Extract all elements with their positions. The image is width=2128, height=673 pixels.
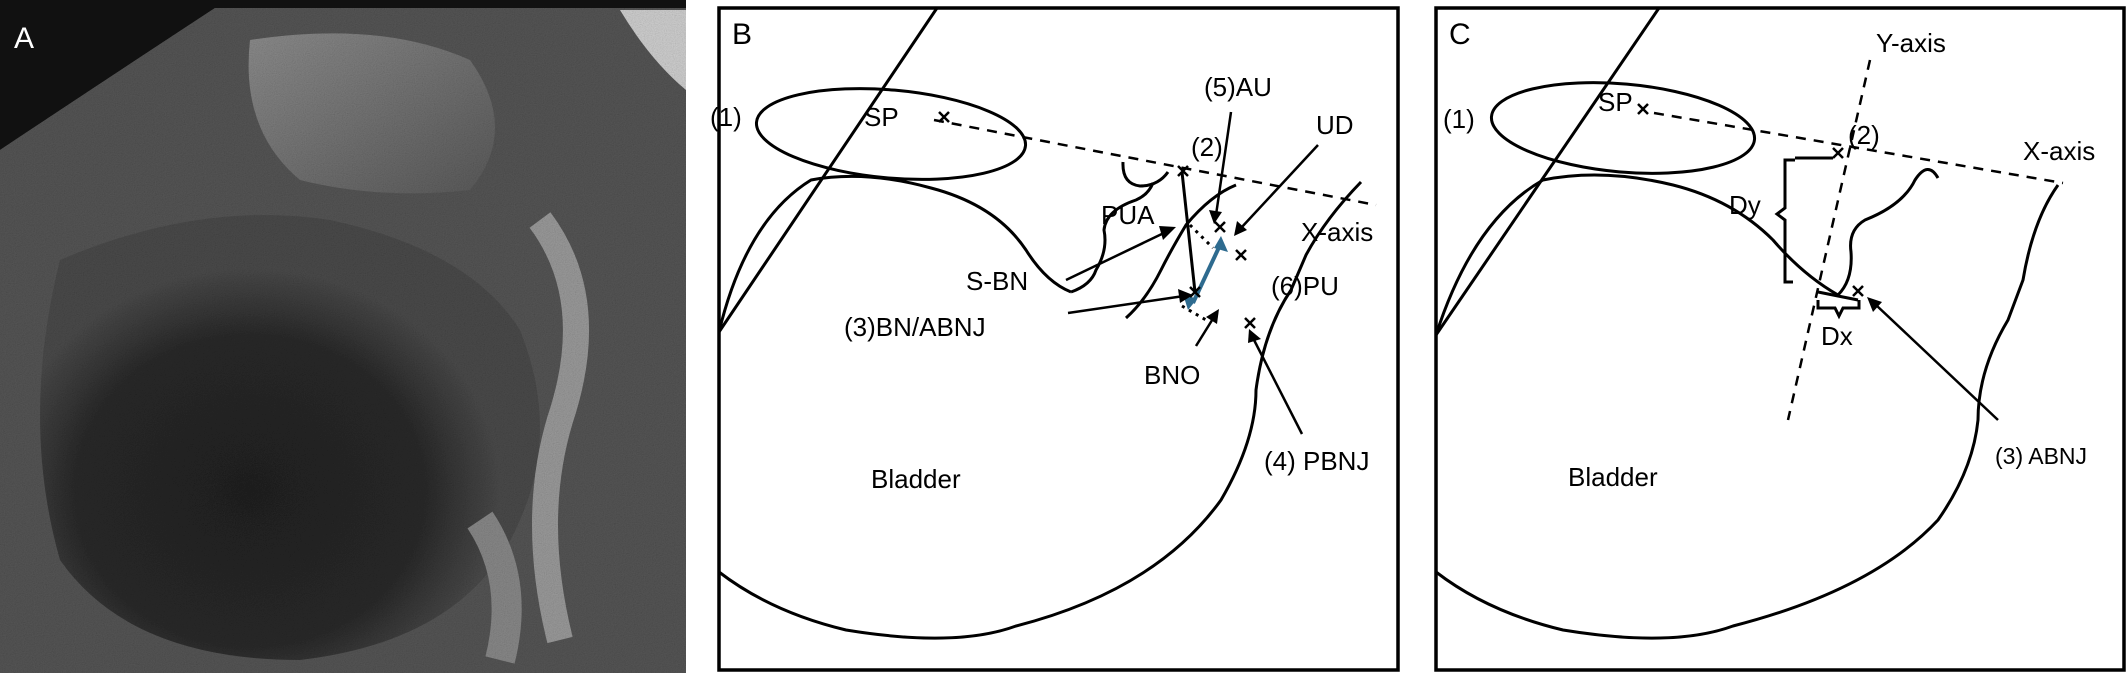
- urethra-posterior: [1124, 183, 1237, 320]
- bladder-anterior-wall: [717, 174, 1072, 333]
- label-bn-abnj: (3)BN/ABNJ: [844, 312, 986, 342]
- x-axis-dashed: [933, 118, 1377, 207]
- pua-arc: [1121, 161, 1170, 188]
- urethra-anterior: [1070, 182, 1155, 294]
- urethra-wall: [1836, 168, 1940, 297]
- panel-c-diagram: C Y-axis SP (1) (2) X-axis Dy Dx (3) ABN…: [1434, 6, 2126, 672]
- label-sp: SP: [1598, 87, 1633, 117]
- label-point-1: (1): [1443, 104, 1475, 134]
- pubic-bone-line: [717, 7, 939, 333]
- label-ud: UD: [1316, 110, 1354, 140]
- label-x-axis: X-axis: [2023, 136, 2095, 166]
- label-dx: Dx: [1821, 321, 1853, 351]
- s-bn-line: [1180, 171, 1197, 293]
- label-pu: (6)PU: [1271, 271, 1339, 301]
- label-dy: Dy: [1729, 190, 1761, 220]
- ultrasound-image: A: [0, 0, 686, 673]
- panel-a-letter: A: [14, 22, 34, 55]
- abnj-arrow: [1867, 297, 1999, 421]
- panel-b-frame: [717, 6, 1400, 672]
- dx-bracket: [1816, 300, 1861, 320]
- label-sp: SP: [864, 102, 899, 132]
- pubic-bone-line: [1434, 7, 1661, 336]
- label-x-axis: X-axis: [1301, 217, 1373, 247]
- label-point-1: (1): [710, 102, 742, 132]
- annotation-arrows: [1065, 111, 1319, 435]
- x-axis-dashed: [1653, 111, 2064, 185]
- bladder-posterior-wall: [718, 180, 1363, 640]
- label-s-bn: S-BN: [966, 266, 1028, 296]
- panel-b-letter: B: [732, 18, 752, 51]
- panel-c-schematic: C Y-axis SP (1) (2) X-axis Dy Dx (3) ABN…: [1433, 0, 2128, 673]
- label-au: (5)AU: [1204, 72, 1272, 102]
- landmark-markers: [1637, 103, 1864, 297]
- dy-bracket: [1774, 158, 1795, 284]
- panel-a-ultrasound: A: [0, 0, 686, 673]
- label-bno: BNO: [1144, 360, 1200, 390]
- y-axis-dashed: [1786, 59, 1872, 421]
- label-point-2: (2): [1191, 132, 1223, 162]
- panel-c-letter: C: [1449, 18, 1471, 51]
- panel-b-schematic: B SP (1) (2) (5)AU UD PUA X-axis S-BN (6…: [710, 0, 1402, 673]
- landmark-markers: [938, 111, 1256, 329]
- label-pua: PUA: [1101, 200, 1155, 230]
- bladder-anterior-wall: [1434, 173, 1839, 336]
- label-pbnj: (4) PBNJ: [1264, 446, 1369, 476]
- label-point-2: (2): [1848, 120, 1880, 150]
- label-y-axis: Y-axis: [1876, 28, 1946, 58]
- sp-ellipse: [1489, 81, 1757, 175]
- label-bladder: Bladder: [1568, 462, 1658, 492]
- bladder-posterior-wall: [1435, 184, 2060, 640]
- panel-b-diagram: B SP (1) (2) (5)AU UD PUA X-axis S-BN (6…: [710, 6, 1400, 672]
- label-abnj: (3) ABNJ: [1995, 443, 2087, 469]
- panel-c-frame: [1434, 6, 2126, 672]
- label-bladder: Bladder: [871, 464, 961, 494]
- urethra-dotted-top: [1188, 223, 1215, 250]
- dx-segment: [1817, 290, 1859, 302]
